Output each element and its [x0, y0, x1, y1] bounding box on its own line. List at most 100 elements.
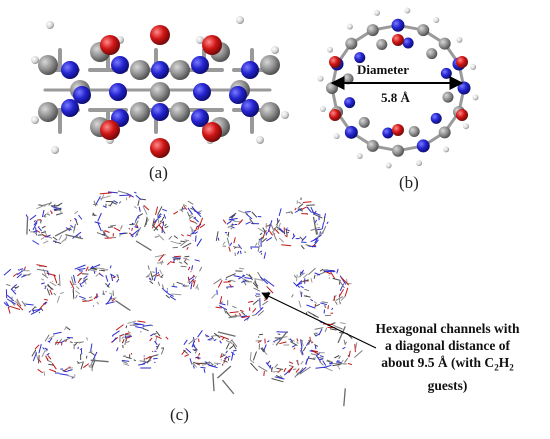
bond-stick [37, 269, 48, 271]
hydrogen-atom [357, 153, 363, 159]
bond-stick [295, 208, 296, 210]
bond-stick [179, 262, 182, 263]
bond-stick [42, 226, 46, 228]
bond-stick [87, 337, 88, 340]
bond-stick [195, 260, 200, 262]
bond-stick [52, 363, 56, 369]
hydrogen-atom [463, 123, 469, 129]
bond-stick [314, 302, 317, 304]
bond-stick [158, 206, 162, 214]
nitrogen-atom [441, 68, 452, 79]
bond-stick [167, 262, 169, 264]
bond-stick [123, 364, 129, 366]
carbon-atom [417, 24, 429, 36]
bond-stick [214, 363, 221, 364]
carbon-atom [130, 60, 150, 80]
hydrogen-atom [46, 21, 54, 29]
bond-stick [279, 342, 286, 344]
bond-stick [158, 282, 160, 286]
bond-stick [138, 321, 146, 322]
bond-stick [316, 367, 327, 368]
bond-stick [226, 351, 228, 353]
nitrogen-atom [431, 113, 442, 124]
bond-stick [177, 282, 183, 284]
molecule-wireframe [268, 198, 328, 249]
bond-stick [229, 317, 237, 318]
guest-stick [213, 373, 214, 391]
bond-stick [155, 236, 159, 237]
bond-stick [306, 205, 315, 206]
bond-stick [273, 371, 279, 372]
nitrogen-atom [229, 86, 247, 104]
bond-stick [181, 235, 183, 237]
bond-stick [129, 233, 132, 235]
hydrogen-atom [31, 116, 39, 124]
bond-stick [292, 211, 293, 214]
bond-stick [266, 232, 267, 235]
bond-stick [166, 295, 170, 298]
bond-stick [183, 285, 185, 287]
bond-stick [91, 344, 92, 352]
bond-stick [286, 230, 287, 236]
bond-stick [157, 214, 158, 223]
hydrogen-atom [327, 47, 333, 53]
bond-stick [106, 277, 108, 282]
bond-stick [234, 247, 235, 248]
bond-stick [141, 332, 142, 333]
annotation-line-3: about 9.5 Å (with C2H2 [345, 354, 550, 377]
bond-stick [194, 217, 199, 222]
nitrogen-atom [344, 97, 355, 108]
bond-stick [310, 299, 313, 301]
panel-label-b: (b) [399, 173, 419, 193]
molecule-side-view [31, 16, 289, 158]
bond-stick [116, 325, 123, 331]
bond-stick [251, 363, 258, 371]
bond-stick [255, 243, 257, 247]
bond-stick [126, 341, 130, 342]
diameter-value: 5.8 Å [381, 90, 410, 106]
bond-stick [123, 334, 124, 335]
bond-stick [192, 265, 193, 270]
bond-stick [191, 283, 192, 289]
bond-stick [232, 223, 233, 224]
bond-stick [222, 338, 224, 340]
bond-stick [61, 238, 67, 243]
hydrogen-atom [51, 146, 59, 154]
bond-stick [14, 285, 17, 287]
bond-stick [301, 246, 304, 250]
bond-stick [327, 222, 328, 224]
hydrogen-atom [256, 136, 264, 144]
bond-stick [289, 362, 293, 364]
bond-stick [299, 301, 301, 308]
oxygen-atom [100, 120, 120, 140]
molecule-wireframe [111, 321, 168, 368]
bond-stick [332, 308, 333, 310]
bond-stick [320, 269, 323, 271]
nitrogen-atom [392, 19, 405, 32]
bond-stick [132, 228, 133, 231]
bond-stick [227, 221, 231, 224]
bond-stick [334, 356, 339, 359]
bond-stick [86, 356, 87, 359]
bond-stick [119, 202, 120, 204]
bond-stick [314, 345, 318, 347]
bond-stick [270, 365, 271, 369]
bond-stick [286, 212, 291, 213]
bond-stick [64, 338, 70, 341]
bond-stick [306, 342, 308, 346]
bond-stick [42, 350, 46, 357]
bond-stick [39, 302, 46, 309]
bond-stick [253, 288, 260, 291]
bond-stick [52, 281, 53, 282]
nitrogen-atom [241, 61, 259, 79]
bond-stick [76, 295, 78, 299]
bond-stick [345, 288, 348, 297]
bond-stick [126, 326, 127, 329]
hydrogen-atom [416, 160, 422, 166]
bond-stick [89, 300, 93, 301]
bond-stick [53, 237, 57, 240]
guest-stick [217, 366, 231, 378]
panel-label-c: (c) [170, 405, 189, 425]
bond-stick [230, 312, 239, 313]
oxygen-atom [329, 56, 341, 68]
